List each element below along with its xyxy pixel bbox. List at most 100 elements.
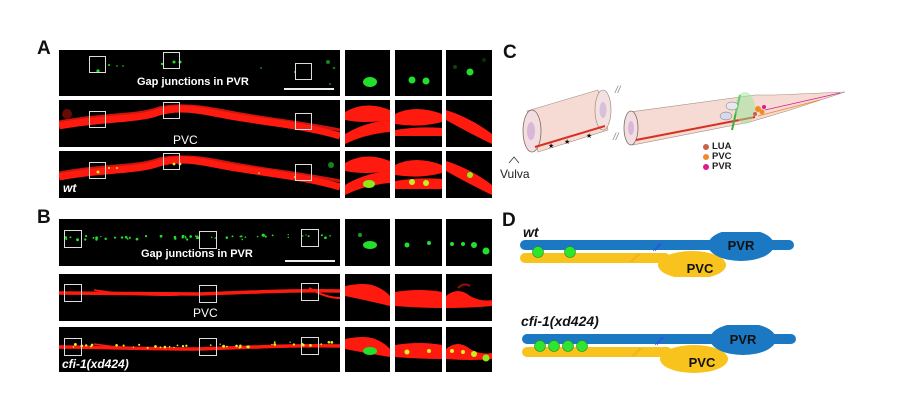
puncta-dot bbox=[320, 234, 323, 237]
puncta-dot bbox=[174, 237, 177, 240]
puncta-dot bbox=[330, 341, 334, 344]
puncta-dot bbox=[84, 238, 87, 241]
puncta-dot bbox=[69, 236, 72, 239]
pvc-label: PVC bbox=[689, 355, 716, 370]
puncta-dot bbox=[305, 234, 307, 236]
svg-text:★: ★ bbox=[548, 142, 554, 150]
inset-b-merge-2 bbox=[395, 327, 442, 372]
puncta-dot bbox=[320, 343, 323, 345]
puncta-dot bbox=[176, 344, 179, 347]
puncta-dot bbox=[226, 345, 228, 348]
puncta-dot bbox=[231, 235, 234, 238]
inset-b-merge-3 bbox=[446, 327, 492, 372]
puncta-dot bbox=[225, 236, 229, 239]
gap-junction-marker bbox=[562, 340, 574, 352]
puncta-dot bbox=[186, 238, 189, 241]
pvr-label: PVR bbox=[728, 238, 755, 253]
vulva-label: Vulva bbox=[500, 167, 530, 181]
puncta-dot bbox=[246, 345, 249, 348]
puncta-dot bbox=[289, 341, 291, 343]
puncta-dot bbox=[209, 344, 212, 346]
puncta-dot bbox=[128, 236, 131, 239]
panel-a-red-main: PVC bbox=[59, 100, 340, 147]
legend-dot-icon bbox=[703, 143, 709, 150]
panel-letter-d: D bbox=[502, 210, 516, 231]
puncta-dot bbox=[184, 235, 187, 238]
puncta-dot bbox=[115, 343, 118, 347]
panel-a-green-main: Gap junctions in PVR bbox=[59, 50, 340, 96]
inset-b-red-2 bbox=[395, 274, 442, 321]
roi-box bbox=[89, 162, 106, 179]
inset-b-red-1 bbox=[345, 274, 390, 321]
roi-box bbox=[64, 338, 82, 356]
puncta-dot bbox=[287, 234, 289, 236]
panel-b-red-main: PVC bbox=[59, 274, 340, 321]
worm-tail-schematic: ★ ★ ★ // // bbox=[508, 85, 846, 164]
puncta-dot bbox=[154, 345, 157, 348]
inset-b-red-3 bbox=[446, 274, 492, 321]
puncta-dot bbox=[100, 236, 102, 238]
gap-junction-marker bbox=[532, 246, 544, 258]
puncta-dot bbox=[92, 236, 95, 239]
roi-box bbox=[163, 52, 180, 69]
legend-item-lua: LUA bbox=[703, 141, 732, 152]
svg-text:★: ★ bbox=[586, 132, 592, 140]
puncta-dot bbox=[95, 236, 99, 240]
puncta-dot bbox=[264, 235, 267, 238]
inset-a-green-1 bbox=[345, 50, 390, 96]
roi-box bbox=[295, 63, 312, 80]
red-neurite-image bbox=[59, 104, 340, 140]
puncta-dot bbox=[271, 343, 273, 346]
scale-bar bbox=[284, 88, 334, 90]
inset-a-red-3 bbox=[446, 100, 492, 147]
puncta-dot bbox=[219, 343, 221, 345]
puncta-dot bbox=[120, 236, 124, 239]
inset-a-green-2 bbox=[395, 50, 442, 96]
puncta-dot bbox=[210, 236, 213, 239]
puncta-dot bbox=[262, 233, 265, 237]
panel-b-green-main: Gap junctions in PVR bbox=[59, 219, 340, 266]
roi-box bbox=[89, 56, 106, 73]
puncta-dot bbox=[309, 344, 312, 347]
puncta-dot bbox=[256, 235, 259, 238]
puncta-dot bbox=[239, 344, 242, 348]
puncta-dot bbox=[146, 346, 149, 349]
legend-dot-icon bbox=[703, 153, 709, 160]
panel-b-merge-main: cfi-1(xd424) bbox=[59, 327, 340, 372]
svg-text:★: ★ bbox=[564, 138, 570, 146]
puncta-dot bbox=[235, 344, 238, 348]
legend-item-pvr: PVR bbox=[703, 161, 732, 172]
puncta-dot bbox=[184, 236, 187, 239]
roi-box bbox=[301, 283, 319, 301]
neuron-schematic-wt: PVR PVC bbox=[520, 232, 794, 277]
roi-box bbox=[301, 229, 319, 247]
break-mark: // bbox=[612, 132, 620, 143]
roi-box bbox=[163, 102, 180, 119]
puncta-dot bbox=[85, 344, 88, 347]
puncta-dot bbox=[301, 235, 304, 237]
puncta-dot bbox=[301, 343, 305, 347]
channel-label: PVC bbox=[173, 133, 198, 147]
neuron-schematic-cfi-1: PVR PVC bbox=[522, 325, 796, 373]
puncta-dot bbox=[181, 345, 185, 348]
roi-box bbox=[163, 153, 180, 170]
schematic-genotype-cfi-1: cfi-1(xd424) bbox=[521, 313, 599, 329]
inset-b-merge-1 bbox=[345, 327, 390, 372]
puncta-dot bbox=[159, 346, 162, 349]
inset-b-green-2 bbox=[395, 219, 442, 266]
puncta-dot bbox=[301, 342, 304, 345]
puncta-dot bbox=[76, 238, 79, 242]
break-mark: // bbox=[614, 85, 622, 96]
puncta-dot bbox=[90, 345, 93, 348]
pvc-label: PVC bbox=[687, 261, 714, 276]
scale-bar bbox=[285, 260, 335, 262]
inset-a-red-2 bbox=[395, 100, 442, 147]
puncta-dot bbox=[135, 237, 139, 241]
panel-letter-c: C bbox=[503, 42, 517, 63]
puncta-dot bbox=[124, 235, 128, 239]
puncta-dot bbox=[113, 236, 117, 239]
puncta-dot bbox=[185, 344, 188, 347]
puncta-dot bbox=[324, 236, 327, 240]
roi-box bbox=[64, 284, 82, 302]
puncta-dot bbox=[273, 341, 276, 344]
